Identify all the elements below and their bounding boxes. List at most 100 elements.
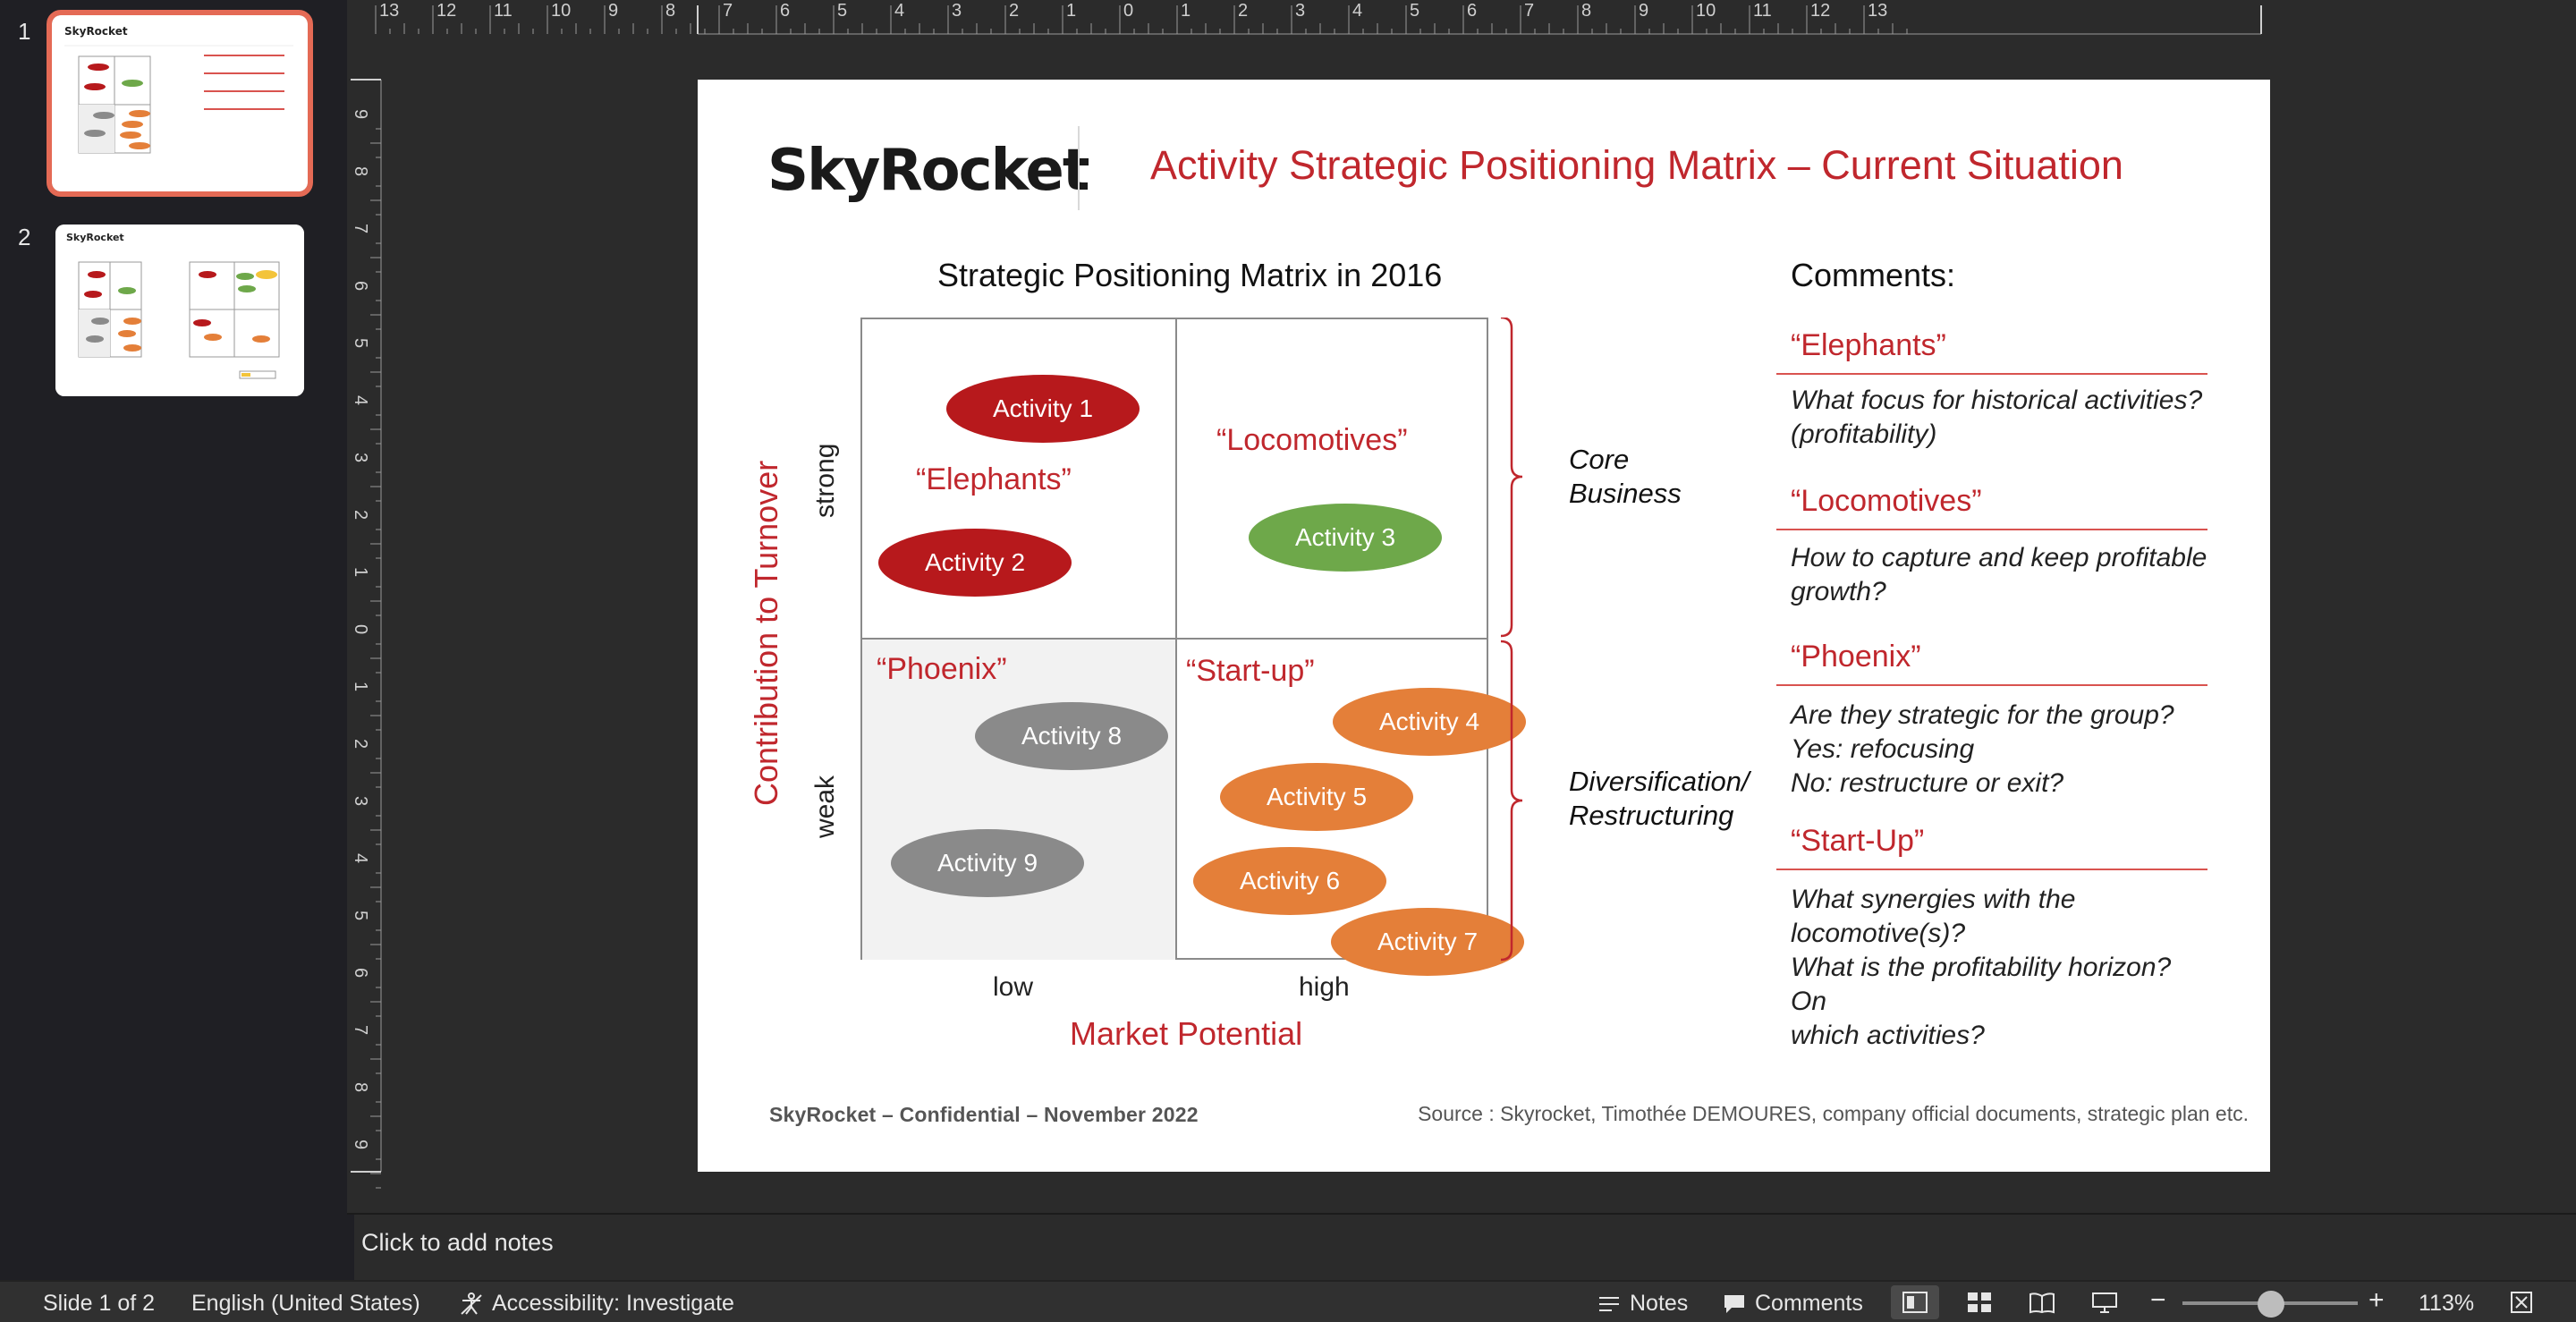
activity-9-ellipse[interactable]: Activity 9	[891, 829, 1084, 897]
ruler-label: 8	[351, 1082, 370, 1092]
activity-7-ellipse[interactable]: Activity 7	[1331, 908, 1524, 976]
comment-rule	[1776, 373, 2207, 375]
fit-to-window-button[interactable]	[2497, 1285, 2546, 1319]
quadrant-label-elephants[interactable]: “Elephants”	[916, 462, 1072, 496]
comment-body-elephants[interactable]: What focus for historical activities? (p…	[1791, 384, 2211, 452]
language-indicator[interactable]: English (United States)	[191, 1291, 420, 1316]
matrix-title[interactable]: Strategic Positioning Matrix in 2016	[937, 257, 1443, 293]
slide-sorter-view-button[interactable]	[1955, 1285, 2004, 1319]
core-line-1: Core	[1569, 444, 1630, 475]
ruler-label: 1	[1181, 1, 1191, 21]
comment-body-phoenix[interactable]: Are they strategic for the group? Yes: r…	[1791, 699, 2211, 801]
positioning-matrix: “Elephants” “Locomotives” “Phoenix” “Sta…	[860, 318, 1526, 976]
ruler-label: 5	[351, 911, 370, 920]
comments-button[interactable]: Comments	[1721, 1291, 1863, 1317]
slide-thumbnail-1[interactable]: SkyRocket	[47, 10, 313, 197]
slide-thumbnail-pane: 1 SkyRocket	[0, 0, 347, 1280]
activity-4-ellipse[interactable]: Activity 4	[1333, 688, 1526, 756]
comments-title[interactable]: Comments:	[1791, 257, 1956, 293]
ruler-label: 11	[1753, 1, 1772, 21]
slide-title[interactable]: Activity Strategic Positioning Matrix – …	[1150, 142, 2123, 188]
brace-label-diversification[interactable]: Diversification/ Restructuring	[1569, 765, 1750, 833]
ruler-label: 2	[1238, 1, 1248, 21]
ruler-label: 5	[1410, 1, 1419, 21]
ruler-label: 2	[1009, 1, 1019, 21]
slide-show-button[interactable]	[2080, 1285, 2129, 1319]
activity-1-ellipse[interactable]: Activity 1	[946, 375, 1140, 443]
activity-8-ellipse[interactable]: Activity 8	[975, 702, 1168, 770]
slide-show-icon	[2092, 1292, 2117, 1313]
y-axis-label[interactable]: Contribution to Turnover	[748, 460, 784, 806]
matrix-vertical-divider	[1175, 319, 1177, 960]
ruler-label: 0	[1123, 1, 1133, 21]
x-tick-high[interactable]: high	[1299, 972, 1350, 1002]
ruler-label: 1	[351, 567, 370, 577]
slide-counter[interactable]: Slide 1 of 2	[43, 1291, 156, 1316]
ruler-label: 4	[1352, 1, 1362, 21]
quadrant-label-locomotives[interactable]: “Locomotives”	[1216, 423, 1408, 457]
comment-icon	[1721, 1292, 1748, 1316]
comment-head-startup[interactable]: “Start-Up”	[1791, 824, 1925, 858]
footer-source[interactable]: Source : Skyrocket, Timothée DEMOURES, c…	[1418, 1102, 2249, 1125]
comment-head-phoenix[interactable]: “Phoenix”	[1791, 640, 1921, 674]
accessibility-button[interactable]: Accessibility: Investigate	[458, 1291, 734, 1317]
quadrant-label-startup[interactable]: “Start-up”	[1186, 654, 1315, 688]
normal-view-button[interactable]	[1891, 1285, 1939, 1319]
ruler-label: 3	[952, 1, 962, 21]
ruler-label: 9	[1639, 1, 1648, 21]
normal-view-icon	[1902, 1292, 1928, 1313]
comment-line: growth?	[1791, 577, 1886, 606]
slide-thumbnail-2[interactable]: SkyRocket	[55, 225, 304, 396]
core-line-2: Business	[1569, 478, 1682, 509]
ruler-label: 9	[351, 1140, 370, 1149]
zoom-out-button[interactable]: −	[2150, 1285, 2166, 1315]
comment-line: No: restructure or exit?	[1791, 768, 2064, 798]
notes-button[interactable]: Notes	[1596, 1291, 1688, 1317]
ruler-label: 8	[1581, 1, 1591, 21]
reading-view-button[interactable]	[2018, 1285, 2066, 1319]
brace-shapes	[1500, 318, 1523, 962]
activity-5-ellipse[interactable]: Activity 5	[1220, 763, 1413, 831]
quadrant-label-phoenix[interactable]: “Phoenix”	[877, 652, 1007, 686]
activity-3-ellipse[interactable]: Activity 3	[1249, 504, 1442, 572]
comment-line: Are they strategic for the group?	[1791, 700, 2174, 730]
x-tick-low[interactable]: low	[993, 972, 1034, 1002]
zoom-in-button[interactable]: +	[2368, 1285, 2385, 1315]
notes-label: Notes	[1630, 1291, 1689, 1316]
y-tick-strong[interactable]: strong	[810, 443, 840, 518]
slide-canvas[interactable]: SkyRocket Activity Strategic Positioning…	[698, 80, 2270, 1172]
ruler-label: 12	[436, 1, 456, 21]
comment-line: What focus for historical activities?	[1791, 386, 2203, 415]
y-tick-weak[interactable]: weak	[810, 775, 840, 838]
ruler-label: 2	[351, 510, 370, 520]
activity-6-ellipse[interactable]: Activity 6	[1193, 847, 1386, 915]
ruler-label: 13	[379, 1, 399, 21]
comment-line: locomotive(s)?	[1791, 919, 1966, 948]
comment-line: How to capture and keep profitable	[1791, 543, 2207, 572]
zoom-level[interactable]: 113%	[2419, 1291, 2475, 1316]
brace-label-core-business[interactable]: Core Business	[1569, 443, 1682, 511]
comment-head-locomotives[interactable]: “Locomotives”	[1791, 484, 1982, 518]
svg-text:SkyRocket: SkyRocket	[64, 25, 128, 38]
notes-placeholder[interactable]: Click to add notes	[361, 1229, 554, 1256]
div-line-2: Restructuring	[1569, 800, 1734, 831]
reading-view-icon	[2029, 1292, 2055, 1314]
x-axis-label[interactable]: Market Potential	[1070, 1015, 1303, 1052]
activity-2-ellipse[interactable]: Activity 2	[878, 529, 1072, 597]
comment-body-startup[interactable]: What synergies with the locomotive(s)? W…	[1791, 883, 2211, 1053]
ruler-label: 9	[351, 109, 370, 119]
comment-line: What synergies with the	[1791, 885, 2076, 914]
comment-head-elephants[interactable]: “Elephants”	[1791, 328, 1946, 362]
ruler-label: 1	[351, 682, 370, 691]
footer-confidential[interactable]: SkyRocket – Confidential – November 2022	[769, 1103, 1199, 1126]
notes-pane[interactable]: Click to add notes	[347, 1213, 2576, 1282]
ruler-label: 6	[780, 1, 790, 21]
status-bar: Slide 1 of 2 English (United States) Acc…	[0, 1280, 2576, 1322]
zoom-slider-handle[interactable]	[2258, 1291, 2284, 1318]
comment-body-locomotives[interactable]: How to capture and keep profitable growt…	[1791, 541, 2211, 609]
ruler-label: 10	[1696, 1, 1716, 21]
ruler-label: 3	[351, 453, 370, 462]
ruler-label: 9	[608, 1, 618, 21]
